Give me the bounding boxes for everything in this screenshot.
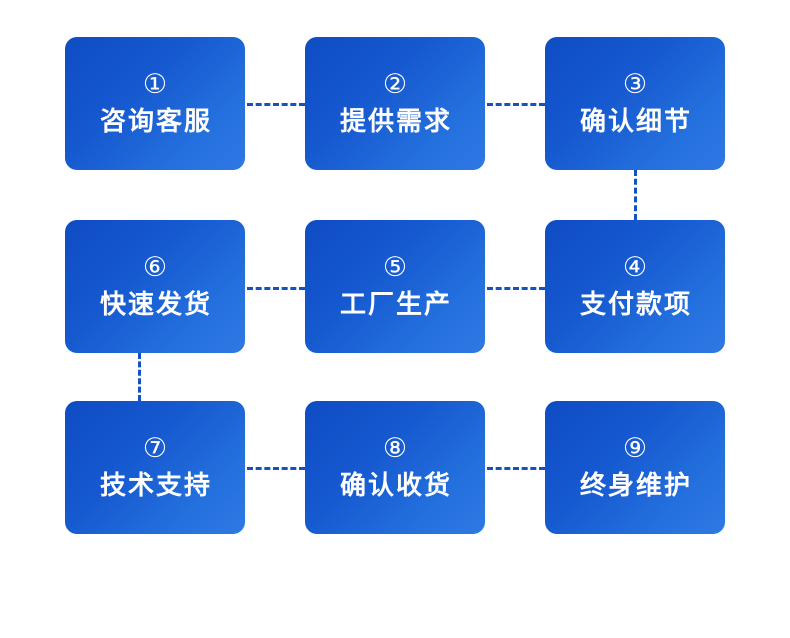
step-label-3: 确认细节 xyxy=(579,106,692,137)
connector-7-to-8 xyxy=(247,467,305,470)
step-number-badge-4: ④ xyxy=(622,252,648,283)
flow-step-card-1[interactable]: ① 咨询客服 xyxy=(65,37,245,170)
connector-5-to-6 xyxy=(247,287,305,290)
step-number-badge-1: ① xyxy=(142,69,168,100)
step-number-badge-9: ⑨ xyxy=(622,433,648,464)
step-number-badge-8: ⑧ xyxy=(382,433,408,464)
flow-step-card-2[interactable]: ② 提供需求 xyxy=(305,37,485,170)
connector-2-to-3 xyxy=(487,103,545,106)
step-number-badge-3: ③ xyxy=(622,69,648,100)
step-label-5: 工厂生产 xyxy=(339,289,452,320)
step-number-badge-5: ⑤ xyxy=(382,252,408,283)
connector-3-to-4 xyxy=(634,170,637,220)
flow-step-card-9[interactable]: ⑨ 终身维护 xyxy=(545,401,725,534)
step-number-badge-2: ② xyxy=(382,69,408,100)
step-label-4: 支付款项 xyxy=(579,289,692,320)
flow-step-card-5[interactable]: ⑤ 工厂生产 xyxy=(305,220,485,353)
step-label-2: 提供需求 xyxy=(339,106,452,137)
step-label-8: 确认收货 xyxy=(339,470,452,501)
connector-8-to-9 xyxy=(487,467,545,470)
step-label-7: 技术支持 xyxy=(99,470,212,501)
step-number-badge-7: ⑦ xyxy=(142,433,168,464)
step-number-badge-6: ⑥ xyxy=(142,252,168,283)
connector-4-to-5 xyxy=(487,287,545,290)
connector-1-to-2 xyxy=(247,103,305,106)
flow-step-card-4[interactable]: ④ 支付款项 xyxy=(545,220,725,353)
step-label-1: 咨询客服 xyxy=(99,106,212,137)
flow-step-card-3[interactable]: ③ 确认细节 xyxy=(545,37,725,170)
flow-step-card-8[interactable]: ⑧ 确认收货 xyxy=(305,401,485,534)
step-label-6: 快速发货 xyxy=(99,289,212,320)
step-label-9: 终身维护 xyxy=(579,470,692,501)
flow-step-card-6[interactable]: ⑥ 快速发货 xyxy=(65,220,245,353)
flow-step-card-7[interactable]: ⑦ 技术支持 xyxy=(65,401,245,534)
connector-6-to-7 xyxy=(138,353,141,401)
